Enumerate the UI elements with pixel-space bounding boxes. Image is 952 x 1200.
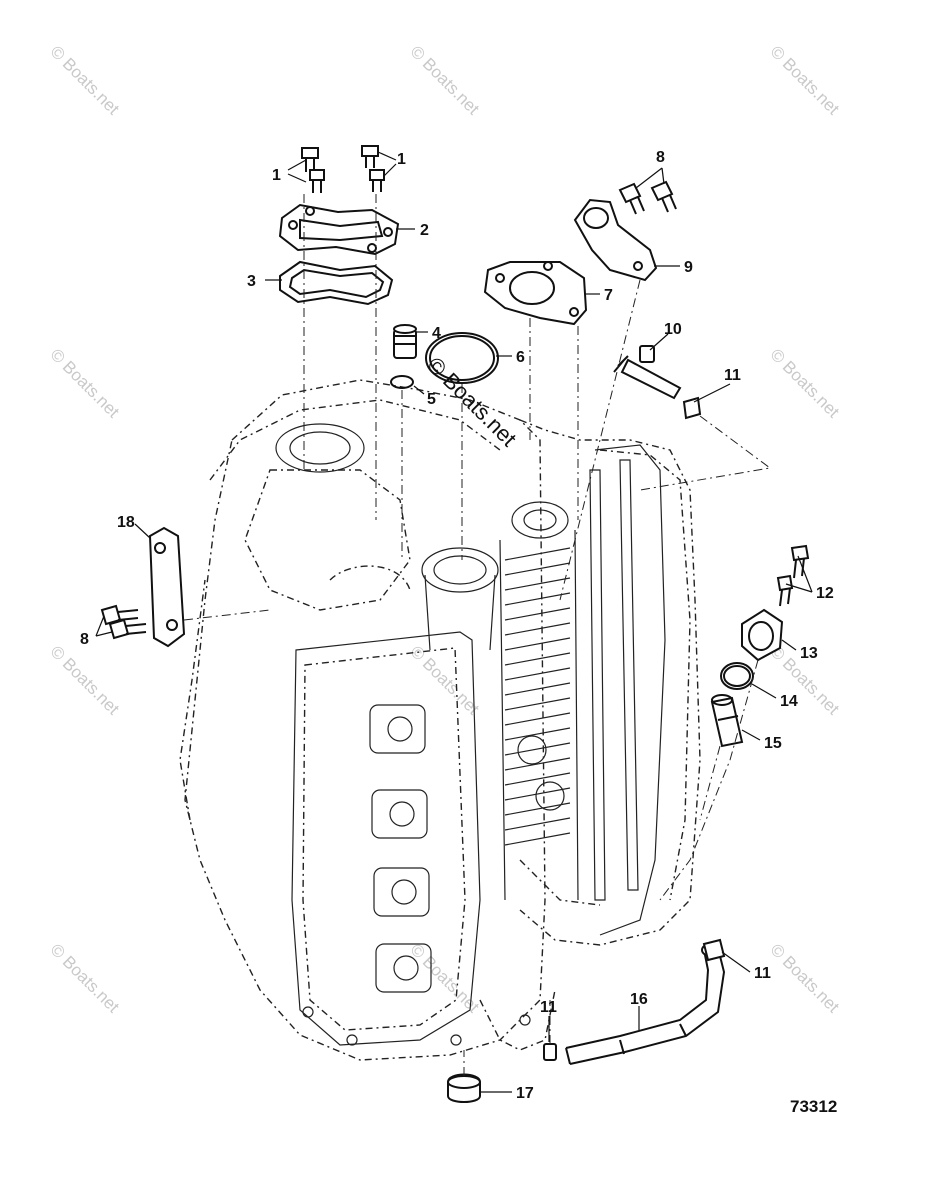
callout-11-top: 11 <box>724 367 741 384</box>
part-6-large-o-ring <box>425 332 499 384</box>
callout-8-top: 8 <box>656 149 665 166</box>
part-4-valve <box>393 324 417 359</box>
callout-3: 3 <box>247 273 256 290</box>
callout-6: 6 <box>516 349 525 366</box>
part-3-gasket <box>279 260 394 306</box>
part-8-bolts-left <box>100 604 147 640</box>
callout-10: 10 <box>664 321 682 338</box>
part-2-cover-plate <box>278 203 400 256</box>
part-12-screws <box>776 544 810 607</box>
part-1-screws-left <box>301 147 325 193</box>
block-ribs <box>499 529 579 901</box>
callout-17: 17 <box>516 1085 534 1102</box>
part-13-housing <box>741 608 784 662</box>
callout-18: 18 <box>117 514 135 531</box>
callout-8-left: 8 <box>80 631 89 648</box>
part-11-fitting-hose <box>702 938 726 962</box>
part-8-bolts-top <box>618 180 677 215</box>
callout-9: 9 <box>684 259 693 276</box>
callout-16: 16 <box>630 991 648 1008</box>
callout-12: 12 <box>816 585 834 602</box>
part-18-bracket <box>148 526 186 648</box>
part-11-plug-bottom <box>543 1043 557 1061</box>
diagram-number: 73312 <box>790 1097 838 1116</box>
callout-14: 14 <box>780 693 798 710</box>
part-5-o-ring <box>390 375 414 389</box>
callout-4: 4 <box>432 325 441 342</box>
callout-7: 7 <box>604 287 613 304</box>
part-10-fitting <box>613 345 682 400</box>
callout-2: 2 <box>420 222 429 239</box>
part-17-cap <box>447 1073 481 1103</box>
part-14-o-ring <box>720 662 754 690</box>
installation-lines <box>183 194 772 1076</box>
callout-15: 15 <box>764 735 782 752</box>
callout-1-right: 1 <box>397 151 406 168</box>
part-9-bracket <box>573 198 658 282</box>
part-7-gasket <box>483 261 588 326</box>
part-15-sleeve <box>710 694 744 748</box>
part-1-screws-right <box>361 145 385 192</box>
callout-11-bottom: 11 <box>540 999 557 1016</box>
callout-11-hose: 11 <box>754 965 771 982</box>
callout-5: 5 <box>427 391 436 408</box>
part-11-fitting-top <box>682 396 702 420</box>
callout-13: 13 <box>800 645 818 662</box>
engine-block-outline <box>179 379 701 1061</box>
leader-lines <box>95 151 813 1093</box>
callout-1-left: 1 <box>272 167 281 184</box>
